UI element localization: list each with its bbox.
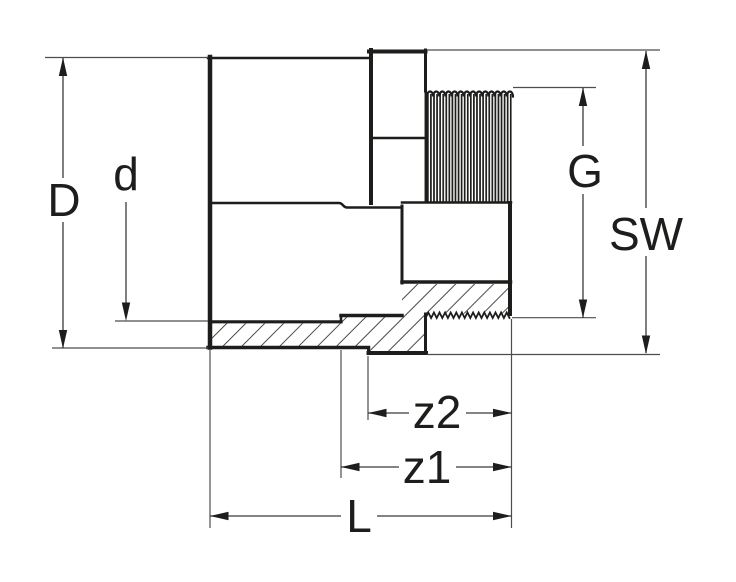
dim-label-G: G [567, 145, 603, 197]
arrow-left-icon [368, 408, 387, 418]
arrow-right-icon [493, 511, 512, 521]
dim-label-L: L [346, 490, 372, 542]
socket-wall-hatch [211, 323, 341, 346]
dimension-z2: z2 [368, 386, 512, 438]
dim-label-z1: z1 [403, 441, 452, 493]
male-thread [424, 90, 515, 320]
arrow-down-icon [578, 299, 588, 318]
arrow-left-icon [210, 511, 229, 521]
arrow-right-icon [493, 408, 512, 418]
arrow-up-icon [641, 50, 651, 69]
arrow-down-icon [121, 302, 131, 321]
dimension-G: G [567, 87, 603, 318]
dimension-SW: SW [609, 50, 684, 354]
arrow-down-icon [58, 330, 68, 349]
arrow-left-icon [341, 462, 360, 472]
dim-label-SW: SW [609, 208, 684, 260]
fitting-body-outline [206, 48, 513, 355]
dim-label-d: d [113, 148, 139, 200]
extension-lines [45, 49, 660, 528]
arrow-right-icon [493, 462, 512, 472]
dimension-D: D [47, 57, 81, 349]
thread-flank-stripes [427, 94, 512, 203]
arrow-up-icon [578, 87, 588, 106]
dim-label-D: D [47, 174, 80, 226]
dimension-L: L [210, 490, 512, 542]
socket-bore-line [209, 201, 404, 209]
thread-crest-bumps [425, 90, 515, 98]
arrow-down-icon [641, 335, 651, 354]
dimension-z1: z1 [341, 441, 512, 493]
thread-root-zigzag [424, 310, 511, 320]
dimension-d: d [113, 148, 139, 321]
dim-label-z2: z2 [413, 386, 462, 438]
arrow-up-icon [58, 57, 68, 76]
